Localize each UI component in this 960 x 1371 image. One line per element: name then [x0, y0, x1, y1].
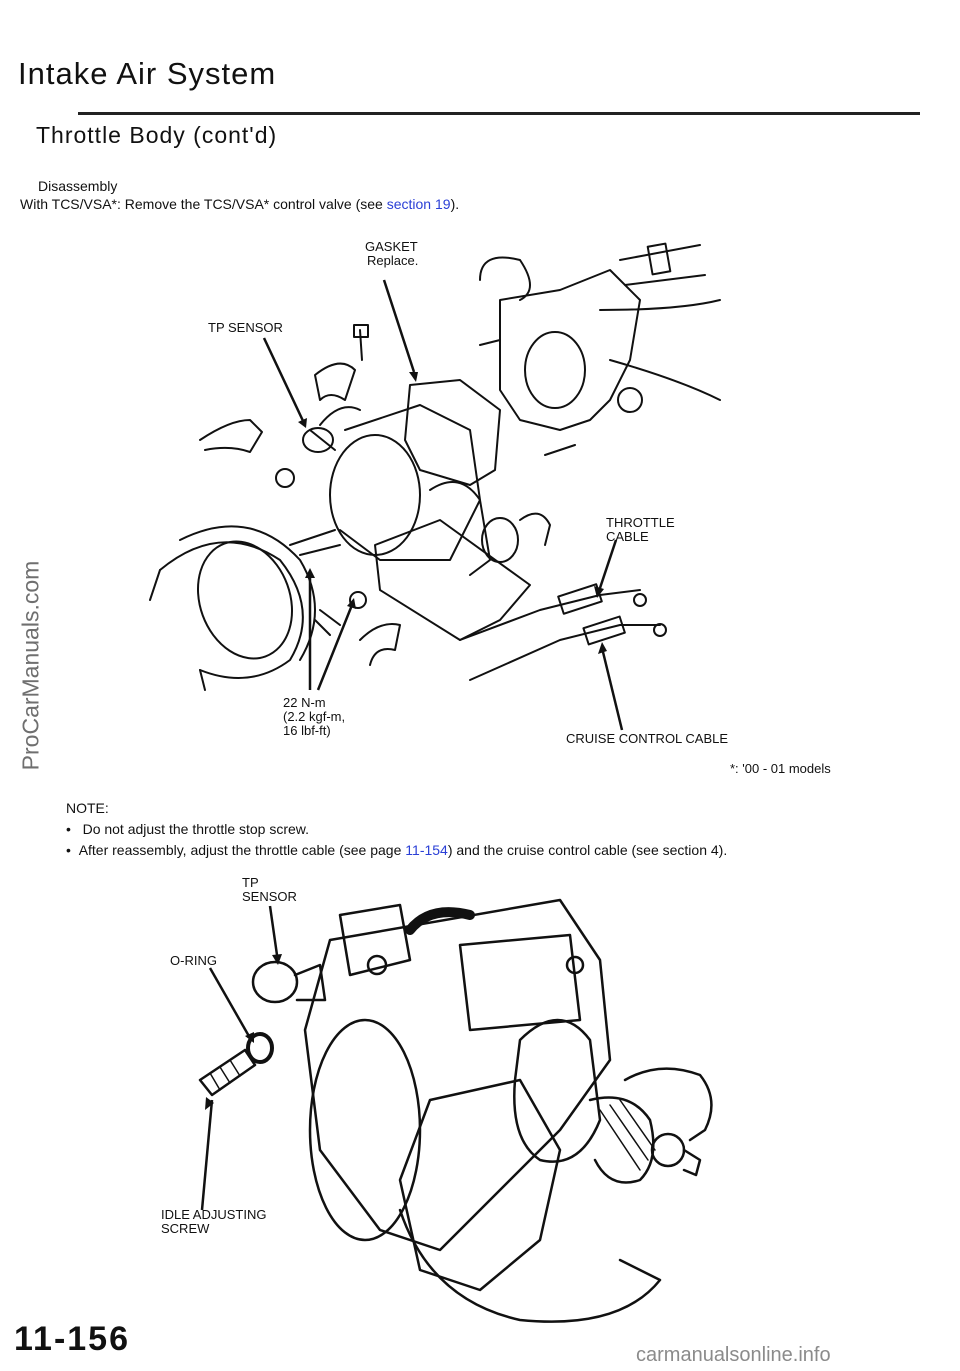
instruction-prefix: With TCS/VSA*: Remove the TCS/VSA* contr… — [20, 196, 387, 212]
gasket-label-line1: GASKET — [365, 239, 418, 254]
intake-manifold — [499, 269, 641, 431]
section-heading: Disassembly — [38, 178, 118, 194]
tp-sensor-shape — [314, 362, 356, 401]
page-title: Intake Air System — [18, 56, 277, 91]
section-19-link[interactable]: section 19 — [386, 196, 451, 212]
o-ring-label: O-RING — [170, 953, 217, 968]
throttle-bore-opening — [308, 1018, 422, 1242]
nut — [275, 468, 295, 488]
tp-sensor-label-2-line2: SENSOR — [242, 889, 297, 904]
page-subtitle: Throttle Body (cont'd) — [36, 122, 278, 148]
note-heading: NOTE: — [66, 800, 109, 816]
gasket — [404, 379, 501, 486]
page-number: 11-156 — [14, 1320, 130, 1358]
cable-bracket — [374, 519, 531, 641]
tp-sensor-body — [251, 960, 299, 1004]
o-ring-leader — [208, 967, 252, 1039]
cruise-cable-label: CRUISE CONTROL CABLE — [566, 731, 729, 746]
torque-label-line2: (2.2 kgf-m, — [283, 709, 346, 724]
torque-label-line3: 16 lbf-ft) — [283, 723, 331, 738]
instruction-suffix: ). — [450, 196, 460, 212]
connector — [199, 419, 263, 453]
watermark: ProCarManuals.com — [17, 560, 44, 771]
throttle-drum — [513, 1018, 602, 1163]
tp-sensor-label: TP SENSOR — [208, 320, 283, 335]
bullet-icon: • — [66, 842, 71, 858]
tp-sensor-leader-2 — [268, 905, 279, 956]
tp-sensor-leader — [262, 337, 306, 424]
throttle-cable-line — [459, 589, 641, 641]
note-item-2: • After reassembly, adjust the throttle … — [66, 842, 727, 858]
tp-sensor-label-2-line1: TP — [242, 875, 259, 890]
idle-screw-label: IDLE ADJUSTING SCREW — [161, 1208, 266, 1236]
tp-sensor-label-2: TP SENSOR — [242, 876, 297, 904]
page-11-154-link[interactable]: 11-154 — [405, 842, 448, 858]
idle-screw-label-line2: SCREW — [161, 1221, 210, 1236]
footnote: *: '00 - 01 models — [730, 761, 831, 776]
gasket-label-line2: Replace. — [367, 253, 419, 268]
cruise-cable-leader — [601, 651, 624, 731]
cruise-actuator — [623, 1067, 713, 1142]
site-footer: carmanualsonline.info — [636, 1344, 831, 1366]
o-ring-shape — [246, 1032, 274, 1064]
title-rule — [78, 112, 920, 115]
cable-bracket-lower — [398, 1078, 562, 1292]
idle-screw-leader — [200, 1099, 214, 1211]
hose — [619, 244, 706, 286]
note-1-text: Do not adjust the throttle stop screw. — [82, 821, 310, 837]
torque-label: 22 N-m (2.2 kgf-m, 16 lbf-ft) — [283, 696, 345, 738]
note-item-1: • Do not adjust the throttle stop screw. — [66, 821, 309, 837]
throttle-cable-label: THROTTLE CABLE — [606, 516, 675, 544]
instruction-text: With TCS/VSA*: Remove the TCS/VSA* contr… — [20, 196, 459, 212]
throttle-cable-label-line2: CABLE — [606, 529, 649, 544]
throttle-cable-leader — [598, 539, 618, 589]
gasket-leader — [382, 279, 416, 373]
gasket-label: GASKET Replace. — [365, 240, 418, 268]
throttle-cable-label-line1: THROTTLE — [606, 515, 675, 530]
bullet-icon: • — [66, 821, 71, 837]
cruise-cable-line — [469, 624, 661, 681]
torque-leader — [308, 575, 354, 691]
throttle-bore — [329, 434, 421, 556]
throttle-body-housing — [303, 898, 612, 1252]
note-2-suffix: ) and the cruise control cable (see sect… — [447, 842, 728, 858]
intake-duct — [159, 541, 304, 679]
idle-screw-label-line1: IDLE ADJUSTING — [161, 1207, 267, 1222]
torque-label-line1: 22 N-m — [283, 695, 326, 710]
note-2-prefix: After reassembly, adjust the throttle ca… — [78, 842, 406, 858]
idle-screw-shape — [198, 1048, 257, 1097]
